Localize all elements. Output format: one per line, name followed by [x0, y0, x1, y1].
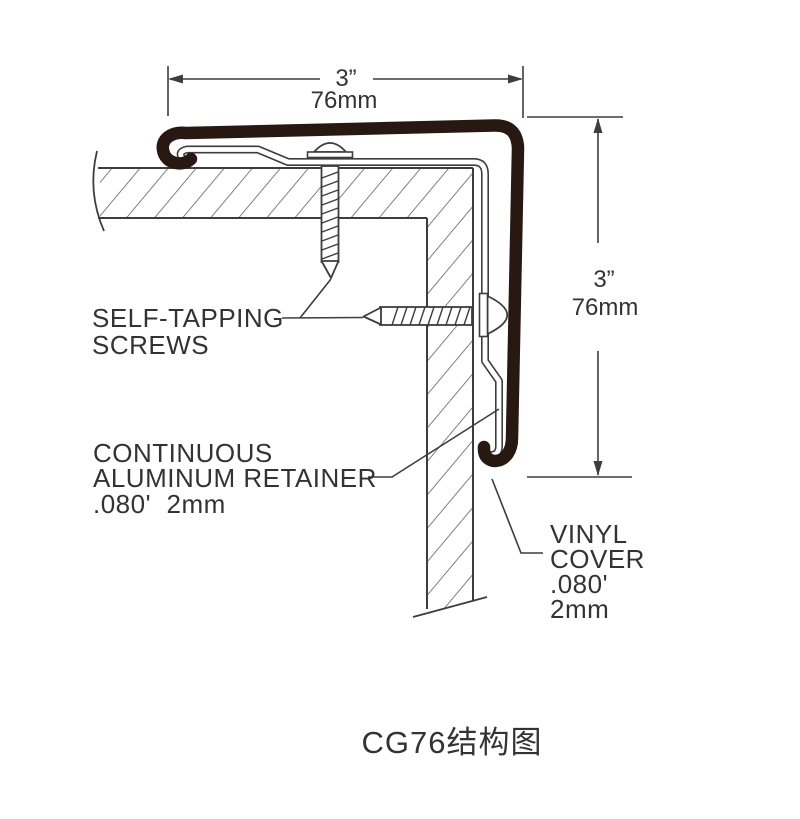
- wall-break-line-bottom: [412, 596, 488, 618]
- screw-head-dome: [311, 142, 349, 153]
- leader-screws-diagonal: [299, 278, 332, 319]
- label-screws-line1: SELF-TAPPING: [92, 303, 284, 333]
- screw-threads: [321, 171, 339, 260]
- label-vinyl-line1: VINYL: [550, 519, 628, 549]
- leader-lines: [281, 278, 543, 554]
- labels: SELF-TAPPING SCREWS CONTINUOUS ALUMINUM …: [92, 303, 645, 624]
- arrow-right: [508, 74, 523, 84]
- label-screws-line2: SCREWS: [92, 330, 209, 360]
- label-vinyl-line4: 2mm: [550, 594, 609, 624]
- retainer-inner-white: [178, 147, 502, 458]
- screw-head-flange: [306, 151, 354, 159]
- dim-top-mm: 76mm: [311, 87, 378, 114]
- label-retainer-line2: ALUMINUM RETAINER: [93, 463, 377, 493]
- label-vinyl-line3: .080': [550, 569, 608, 599]
- dim-top-inches: 3”: [335, 65, 356, 92]
- screw-head-flange: [478, 292, 489, 338]
- vinyl-cover-profile: [156, 119, 525, 468]
- self-tapping-screw-horizontal: [362, 292, 508, 338]
- arrow-up: [593, 118, 603, 133]
- wall-break-line-left: [92, 150, 105, 232]
- aluminum-retainer-profile: [176, 145, 503, 460]
- dimension-top: [167, 66, 524, 118]
- dimension-right: [527, 116, 632, 478]
- self-tapping-screw-vertical: [306, 142, 354, 279]
- leader-vinyl: [491, 478, 543, 554]
- label-vinyl-line2: COVER: [550, 544, 645, 574]
- screw-threads: [391, 306, 471, 326]
- leader-retainer: [368, 408, 500, 478]
- arrow-down: [593, 461, 603, 476]
- label-retainer-line3: .080' 2mm: [93, 489, 226, 519]
- diagram-title: CG76结构图: [362, 725, 543, 760]
- wall-section: [92, 150, 488, 618]
- screw-tip: [362, 306, 382, 326]
- screw-head-dome: [486, 294, 508, 336]
- dim-right-mm: 76mm: [572, 294, 639, 321]
- arrow-left: [168, 74, 183, 84]
- dim-right-inches: 3”: [593, 266, 614, 293]
- leader-screws-horizontal: [281, 316, 364, 319]
- screw-tip: [320, 260, 340, 279]
- label-retainer-line1: CONTINUOUS: [93, 438, 273, 468]
- wall-hatch-fill: [100, 168, 473, 612]
